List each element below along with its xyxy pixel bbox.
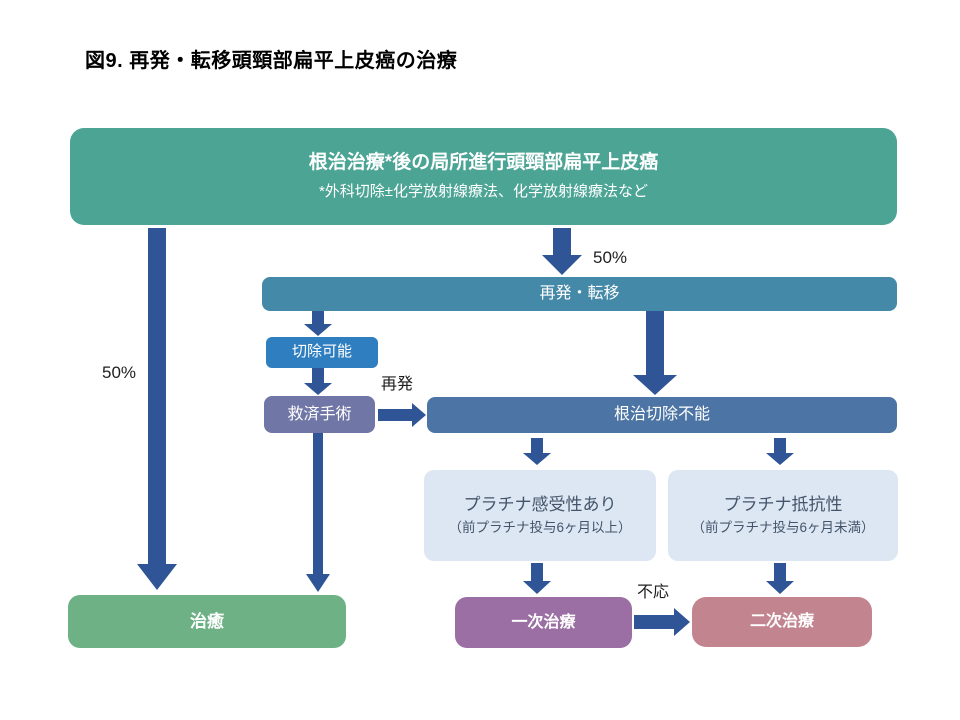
node-initial-treatment: 根治治療*後の局所進行頭頸部扁平上皮癌 *外科切除±化学放射線療法、化学放射線療… <box>70 128 897 225</box>
edge-label-first-to-second: 不応 <box>637 584 670 601</box>
arrow-platinum-sensitive-to-first-line-icon <box>523 563 551 594</box>
node-platinum-sensitive: プラチナ感受性あり （前プラチナ投与6ヶ月以上） <box>424 470 656 561</box>
node-platinum-resistant-subtitle: （前プラチナ投与6ヶ月未満） <box>691 519 875 535</box>
edge-label-salvage-to-unresectable: 再発 <box>381 376 414 393</box>
node-platinum-resistant-title: プラチナ抵抗性 <box>723 495 843 515</box>
node-recurrence-label: 再発・転移 <box>539 285 620 302</box>
node-resectable-label: 切除可能 <box>291 343 352 361</box>
node-first-line-label: 一次治療 <box>511 613 576 631</box>
node-salvage-label: 救済手術 <box>287 405 352 423</box>
arrow-initial-to-recurrence-icon <box>542 228 582 275</box>
edge-label-initial-to-recurrence: 50% <box>593 248 628 267</box>
arrow-first-line-to-second-line-icon <box>634 608 690 636</box>
node-second-line-label: 二次治療 <box>749 613 814 630</box>
arrow-recurrence-to-resectable-icon <box>304 311 332 336</box>
node-platinum-resistant: プラチナ抵抗性 （前プラチナ投与6ヶ月未満） <box>668 470 898 561</box>
node-initial-subtitle: *外科切除±化学放射線療法、化学放射線療法など <box>318 183 649 200</box>
node-platinum-sensitive-subtitle: （前プラチナ投与6ヶ月以上） <box>448 519 632 535</box>
node-recurrence-metastasis: 再発・転移 <box>262 277 897 311</box>
node-platinum-sensitive-title: プラチナ感受性あり <box>463 495 617 515</box>
arrow-initial-to-cure-icon <box>137 228 177 590</box>
node-resectable: 切除可能 <box>266 337 378 368</box>
node-unresectable-label: 根治切除不能 <box>613 406 710 423</box>
node-second-line-treatment: 二次治療 <box>692 597 872 647</box>
arrow-resectable-to-salvage-icon <box>304 367 332 395</box>
arrow-platinum-resistant-to-second-line-icon <box>766 563 794 594</box>
figure-title: 図9. 再発・転移頭頸部扁平上皮癌の治療 <box>85 50 458 72</box>
node-unresectable: 根治切除不能 <box>427 397 897 433</box>
arrow-unresectable-to-platinum-sensitive-icon <box>523 438 551 465</box>
arrow-salvage-to-unresectable-icon <box>378 403 426 427</box>
arrow-recurrence-to-unresectable-icon <box>633 311 677 395</box>
node-cure: 治癒 <box>68 595 346 648</box>
node-first-line-treatment: 一次治療 <box>455 597 632 648</box>
node-initial-title: 根治治療*後の局所進行頭頸部扁平上皮癌 <box>308 152 659 174</box>
node-salvage-surgery: 救済手術 <box>264 396 375 433</box>
arrow-unresectable-to-platinum-resistant-icon <box>766 438 794 465</box>
arrow-salvage-to-cure-icon <box>306 433 330 592</box>
edge-label-initial-to-cure: 50% <box>102 363 137 382</box>
node-cure-label: 治癒 <box>190 611 224 631</box>
